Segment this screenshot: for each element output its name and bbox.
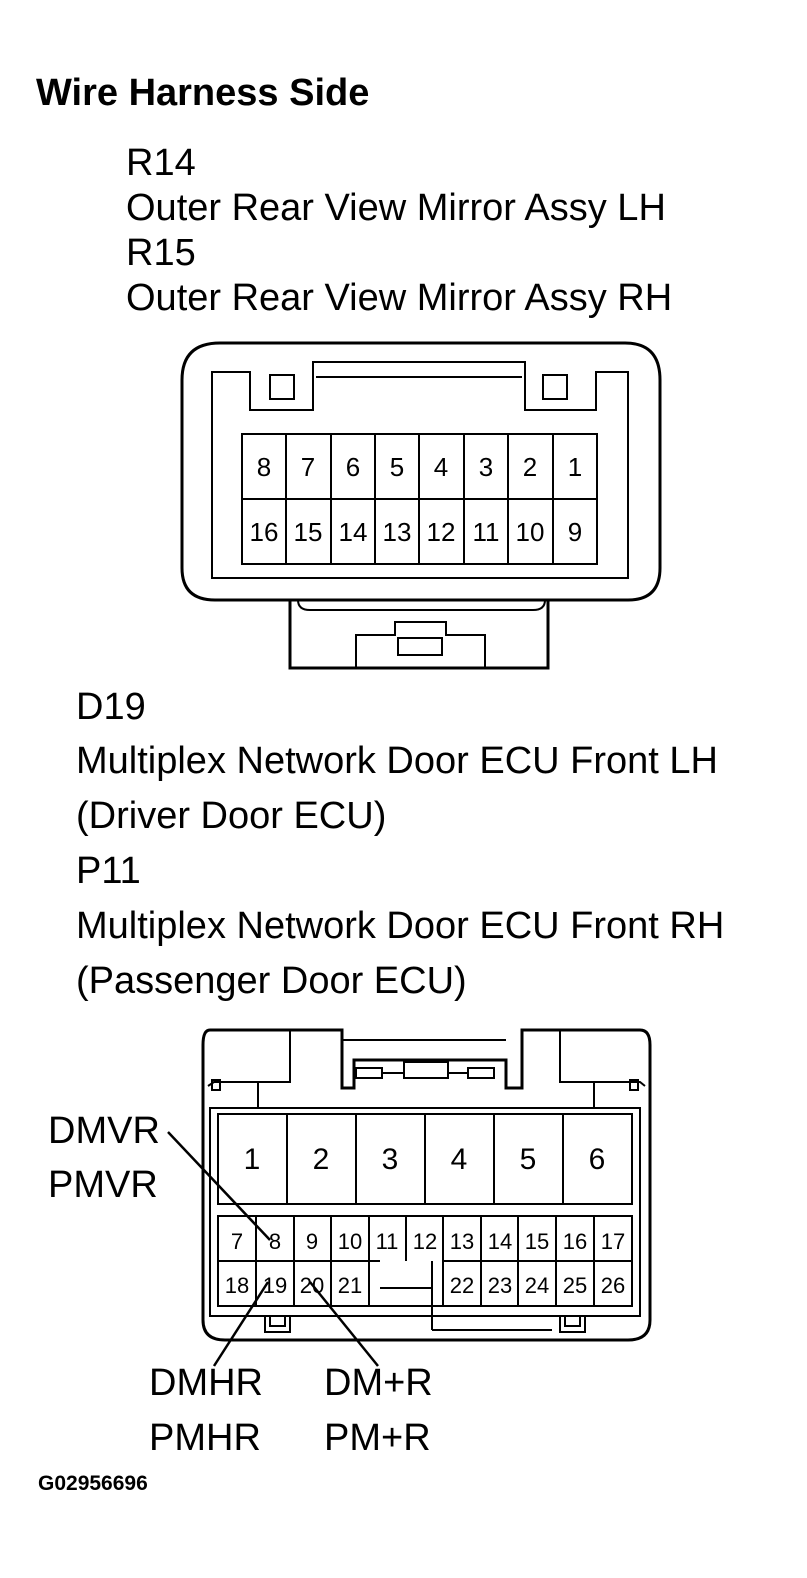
connector-b-pin-23: 23 [488,1273,512,1298]
diagram-heading: Wire Harness Side [36,72,370,114]
connector-a-pin-4: 4 [434,452,448,482]
connector-b-pin-9: 9 [306,1229,318,1254]
connector-b-pin-14: 14 [488,1229,512,1254]
connector-b-label-passenger: (Passenger Door ECU) [76,960,467,1002]
connector-b-label-driver: (Driver Door ECU) [76,795,387,837]
connector-a-pin-3: 3 [479,452,493,482]
connector-b-label-rh: Multiplex Network Door ECU Front RH [76,905,725,947]
callout-pmhr: PMHR [149,1417,261,1459]
connector-b-pin-17: 17 [601,1229,625,1254]
connector-b-pin-26: 26 [601,1273,625,1298]
callout-leader-lines [167,1131,379,1367]
connector-a-pin-2: 2 [523,452,537,482]
connector-b-pin-7: 7 [231,1229,243,1254]
connector-a-pin-grid [285,434,554,564]
connector-a-label-r14: R14 [126,142,196,184]
connector-b-pin-8: 8 [269,1229,281,1254]
connector-b-pin-11: 11 [376,1229,399,1254]
connector-a-pin-14: 14 [339,517,368,547]
connector-b-label-p11: P11 [76,850,141,892]
connector-a-pin-9: 9 [568,517,582,547]
connector-b-pin-2: 2 [313,1143,330,1176]
connector-b-pin-18: 18 [225,1273,249,1298]
connector-b-pin-13: 13 [450,1229,474,1254]
connector-a-pin-6: 6 [346,452,360,482]
connector-a-label-rh: Outer Rear View Mirror Assy RH [126,277,673,319]
connector-a-label-lh: Outer Rear View Mirror Assy LH [126,187,666,229]
callout-dm-plus-r: DM+R [324,1362,433,1404]
callout-pmvr: PMVR [48,1164,158,1206]
connector-b-pin-3: 3 [382,1143,399,1176]
leader-dmhr-to-pin-19 [212,1281,270,1367]
callout-pm-plus-r: PM+R [324,1417,431,1459]
leader-dmvr-to-pin-8 [167,1131,271,1241]
connector-b-pin-10: 10 [338,1229,362,1254]
connector-b-pin-6: 6 [589,1143,606,1176]
connector-b-pin-5: 5 [520,1143,537,1176]
leader-dm-plus-r-to-pin-20 [309,1281,379,1367]
connector-b-pin-21: 21 [338,1273,362,1298]
connector-b-pin-25: 25 [563,1273,587,1298]
connector-a-pin-16: 16 [250,517,279,547]
connector-a-pin-7: 7 [301,452,315,482]
connector-a-pin-12: 12 [427,517,456,547]
connector-b-pin-4: 4 [451,1143,468,1176]
connector-b-pin-12: 12 [413,1229,437,1254]
callout-dmvr: DMVR [48,1110,160,1152]
connector-a [180,341,662,670]
connector-b [201,1028,652,1342]
connector-a-pin-1: 1 [568,452,582,482]
connector-b-pin-1: 1 [244,1143,261,1176]
connector-a-pin-13: 13 [383,517,412,547]
connector-b-pin-16: 16 [563,1229,587,1254]
connector-b-label-lh: Multiplex Network Door ECU Front LH [76,740,718,782]
callout-dmhr: DMHR [149,1362,263,1404]
connector-a-pin-8: 8 [257,452,271,482]
connector-b-label-d19: D19 [76,686,146,728]
connector-b-pin-22: 22 [450,1273,474,1298]
connector-a-label-r15: R15 [126,232,196,274]
connector-b-pin-15: 15 [525,1229,549,1254]
connector-a-pin-5: 5 [390,452,404,482]
figure-code: G02956696 [38,1472,148,1495]
connector-a-pin-10: 10 [516,517,545,547]
connector-a-pin-11: 11 [473,517,500,547]
connector-b-pin-24: 24 [525,1273,549,1298]
connector-b-pin-grid [255,1114,595,1306]
connector-a-pin-15: 15 [294,517,323,547]
